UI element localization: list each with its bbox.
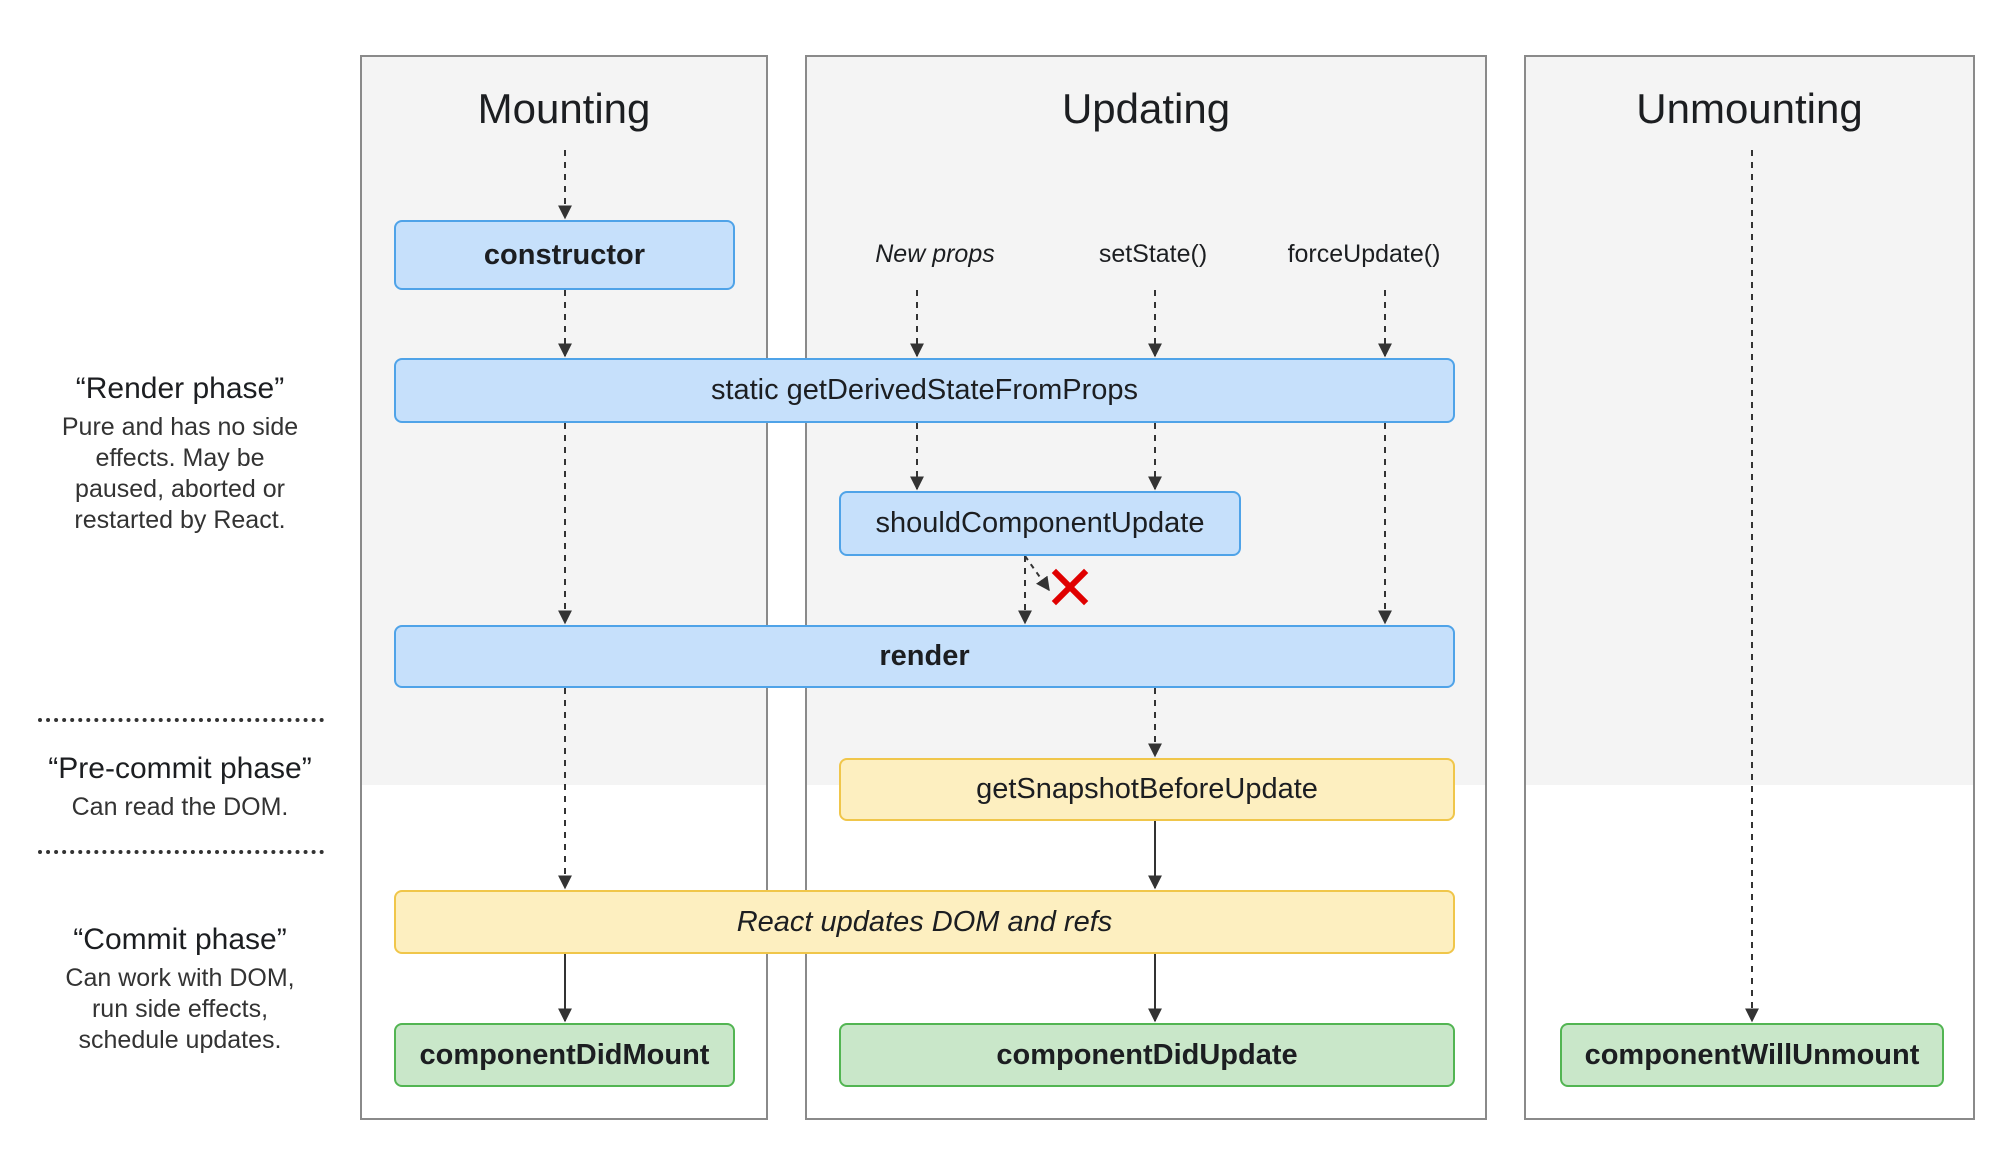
updating-title: Updating: [1061, 85, 1231, 132]
phase-separator: [38, 718, 324, 722]
precommit-phase-desc-line: Can read the DOM.: [71, 793, 289, 821]
mounting-title: Mounting: [477, 85, 651, 132]
commit-phase-desc-line: run side effects,: [91, 995, 269, 1023]
render-box: render: [394, 625, 1455, 688]
render-phase-title: “Render phase”: [75, 372, 285, 405]
phase-separator: [38, 850, 324, 854]
trigger-force-update: forceUpdate(): [1287, 240, 1441, 268]
render-phase-desc-line: effects. May be: [95, 444, 265, 472]
render-phase-desc-line: paused, aborted or: [75, 475, 285, 503]
arrow-scu-to-stop: [1024, 555, 1050, 592]
precommit-phase-label: “Pre-commit phase” Can read the DOM.: [30, 752, 330, 823]
should-component-update-box: shouldComponentUpdate: [839, 491, 1241, 556]
trigger-new-props: New props: [875, 240, 995, 268]
stop-mark-icon: [1051, 568, 1089, 606]
unmounting-column: Unmounting: [1524, 55, 1975, 1120]
precommit-phase-desc: Can read the DOM.: [30, 792, 330, 823]
constructor-box: constructor: [394, 220, 735, 290]
commit-phase-desc-line: schedule updates.: [78, 1026, 282, 1054]
component-did-update-box: componentDidUpdate: [839, 1023, 1455, 1087]
get-snapshot-before-update-box: getSnapshotBeforeUpdate: [839, 758, 1455, 821]
component-did-mount-box: componentDidMount: [394, 1023, 735, 1087]
commit-phase-desc: Can work with DOM, run side effects, sch…: [30, 963, 330, 1056]
get-derived-state-from-props-box: static getDerivedStateFromProps: [394, 358, 1455, 423]
commit-phase-label: “Commit phase” Can work with DOM, run si…: [30, 923, 330, 1056]
render-phase-desc: Pure and has no side effects. May be pau…: [30, 412, 330, 536]
unmounting-title: Unmounting: [1636, 85, 1863, 132]
trigger-set-state: setState(): [1098, 240, 1208, 268]
precommit-phase-title: “Pre-commit phase”: [48, 752, 312, 785]
render-phase-desc-line: Pure and has no side: [61, 413, 299, 441]
commit-phase-desc-line: Can work with DOM,: [65, 964, 295, 992]
commit-phase-title: “Commit phase”: [73, 923, 287, 956]
render-phase-desc-line: restarted by React.: [74, 506, 286, 534]
component-will-unmount-box: componentWillUnmount: [1560, 1023, 1944, 1087]
render-phase-label: “Render phase” Pure and has no side effe…: [30, 372, 330, 536]
react-updates-dom-box: React updates DOM and refs: [394, 890, 1455, 954]
